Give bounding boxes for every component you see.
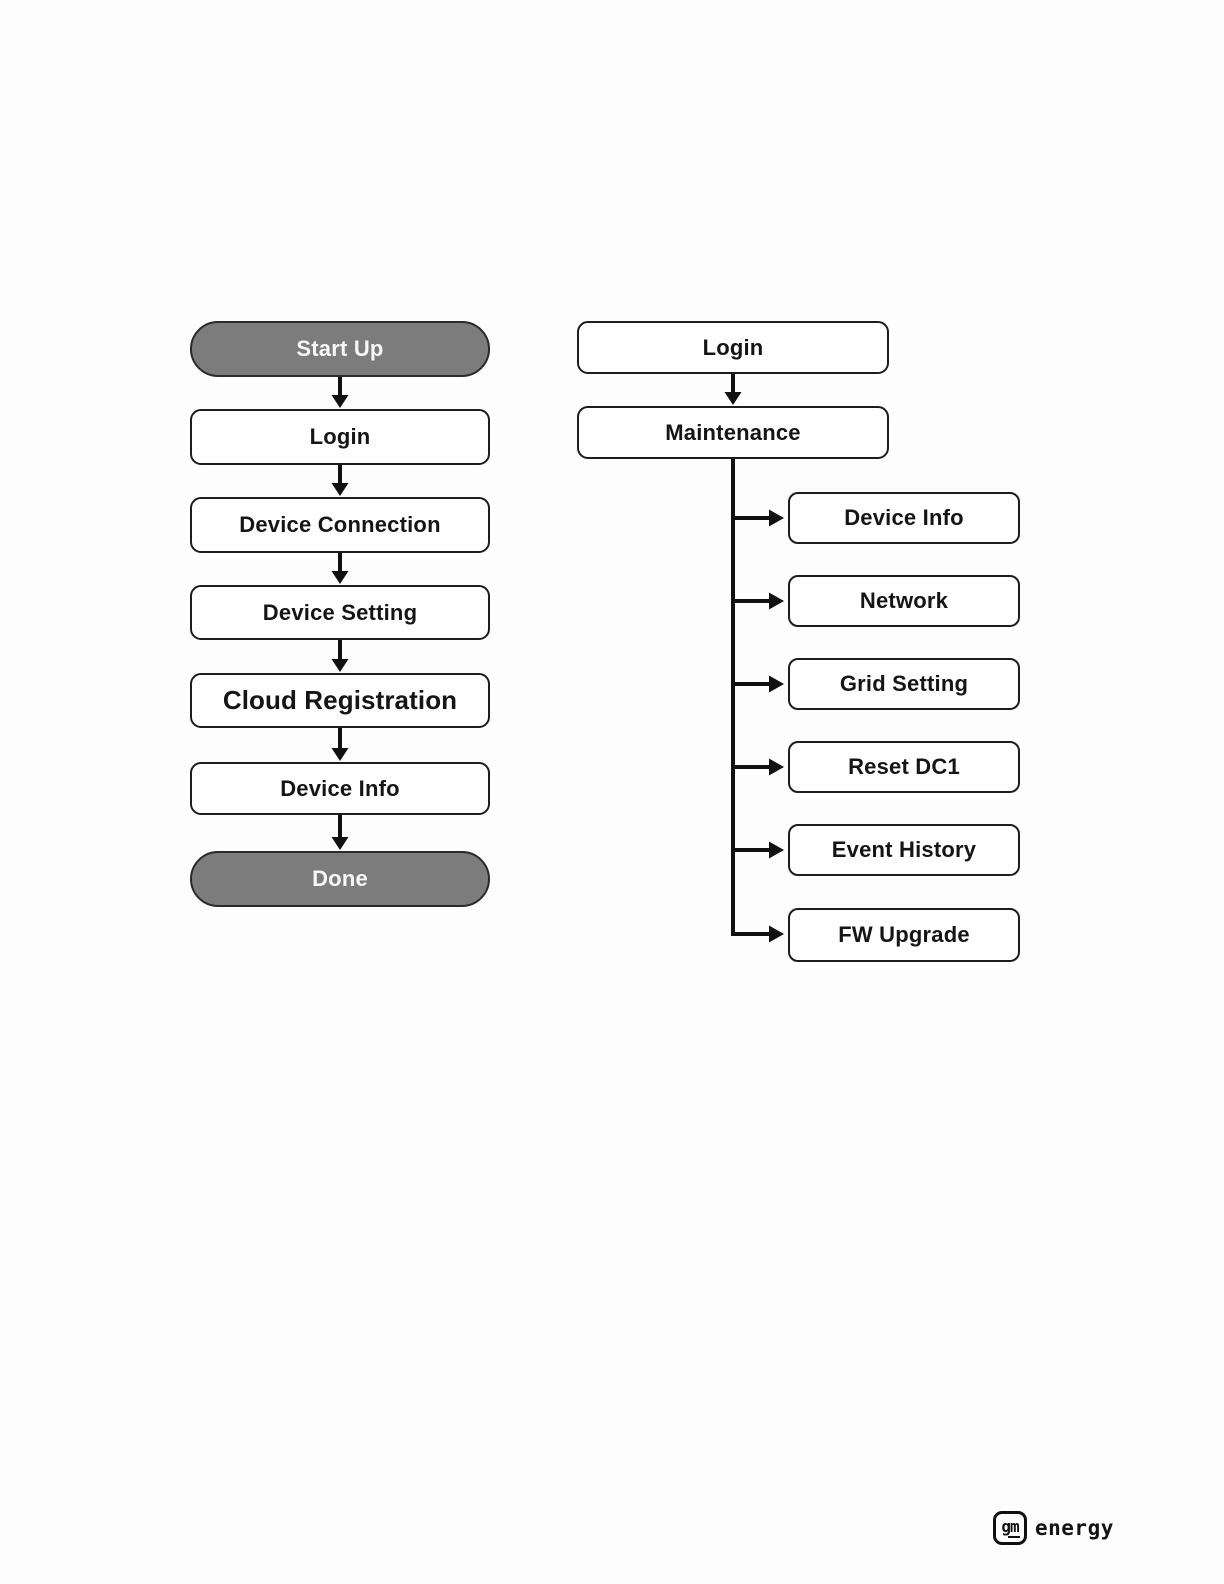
- branch-node-event-history: Event History: [788, 824, 1020, 876]
- brand-energy-text: energy: [1035, 1516, 1114, 1540]
- branch-node-grid-setting: Grid Setting: [788, 658, 1020, 710]
- gm-energy-logo: gm energy: [993, 1511, 1114, 1545]
- maintenance-flow-login: Login: [577, 321, 889, 374]
- branch-node-fw-upgrade: FW Upgrade: [788, 908, 1020, 962]
- flow-node-device-setting: Device Setting: [190, 585, 490, 640]
- maintenance-flow-maintenance: Maintenance: [577, 406, 889, 459]
- flow-node-done: Done: [190, 851, 490, 907]
- flow-node-start-up: Start Up: [190, 321, 490, 377]
- gm-logo-text: gm: [1001, 1516, 1019, 1536]
- gm-logo-mark: gm: [993, 1511, 1027, 1545]
- branch-node-reset-dc1: Reset DC1: [788, 741, 1020, 793]
- flow-node-device-connection: Device Connection: [190, 497, 490, 553]
- branch-node-network: Network: [788, 575, 1020, 627]
- branch-node-device-info: Device Info: [788, 492, 1020, 544]
- flow-node-cloud-registration: Cloud Registration: [190, 673, 490, 728]
- flow-node-device-info: Device Info: [190, 762, 490, 815]
- gm-logo-underline: [1008, 1535, 1020, 1538]
- flow-node-login: Login: [190, 409, 490, 465]
